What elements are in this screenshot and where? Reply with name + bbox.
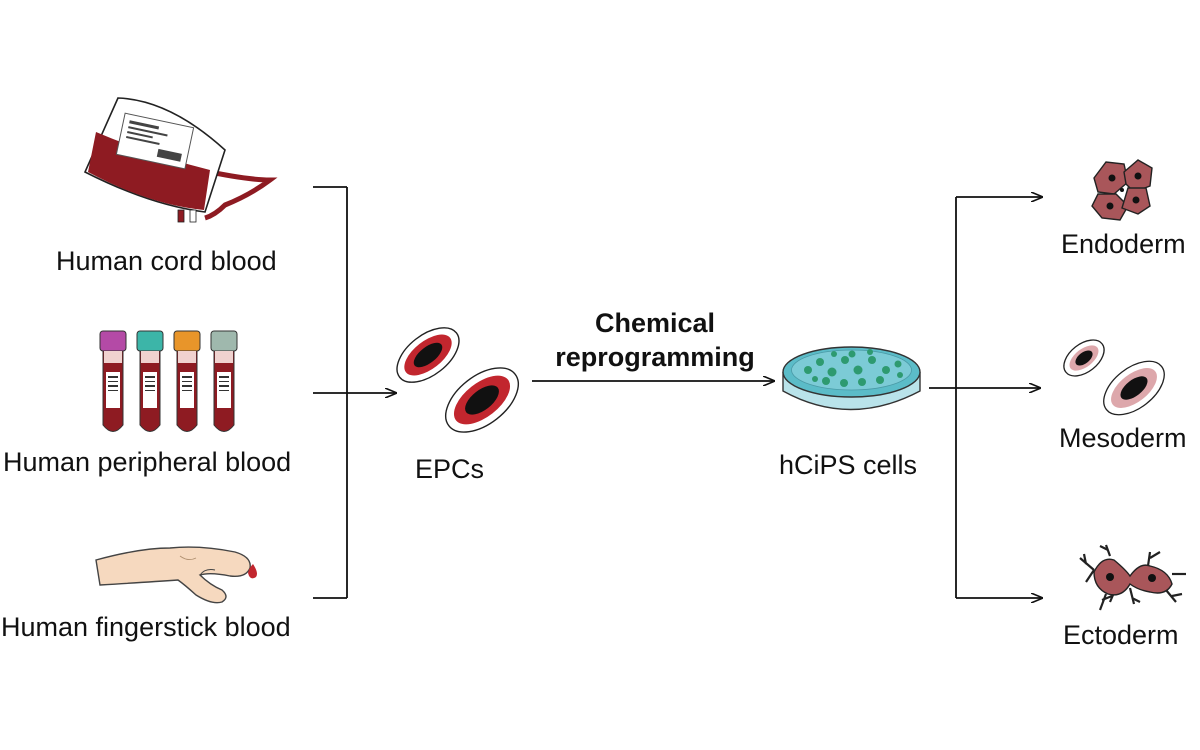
label-mesoderm: Mesoderm <box>1059 423 1187 453</box>
blood-bag-icon <box>83 97 278 223</box>
finger-prick-icon <box>95 546 257 604</box>
process-title-line2: reprogramming <box>555 342 755 372</box>
label-endoderm: Endoderm <box>1061 229 1186 259</box>
label-epcs: EPCs <box>415 454 485 484</box>
petri-dish-icon <box>782 346 921 411</box>
process-title: Chemical reprogramming <box>530 306 780 374</box>
process-title-line1: Chemical <box>594 308 716 338</box>
mesoderm-cells-icon <box>1063 339 1165 416</box>
label-cord-blood: Human cord blood <box>56 246 277 276</box>
label-fingerstick-blood: Human fingerstick blood <box>1 612 291 642</box>
endoderm-cells-icon <box>1091 159 1153 221</box>
label-peripheral-blood: Human peripheral blood <box>3 447 292 477</box>
label-hcips-cells: hCiPS cells <box>779 450 918 480</box>
label-ectoderm: Ectoderm <box>1063 620 1179 650</box>
blood-tubes-icon <box>99 330 238 432</box>
neuron-cells-icon <box>1079 544 1186 611</box>
red-blood-cell-icon <box>396 327 519 433</box>
lineage-branches <box>929 197 1042 598</box>
